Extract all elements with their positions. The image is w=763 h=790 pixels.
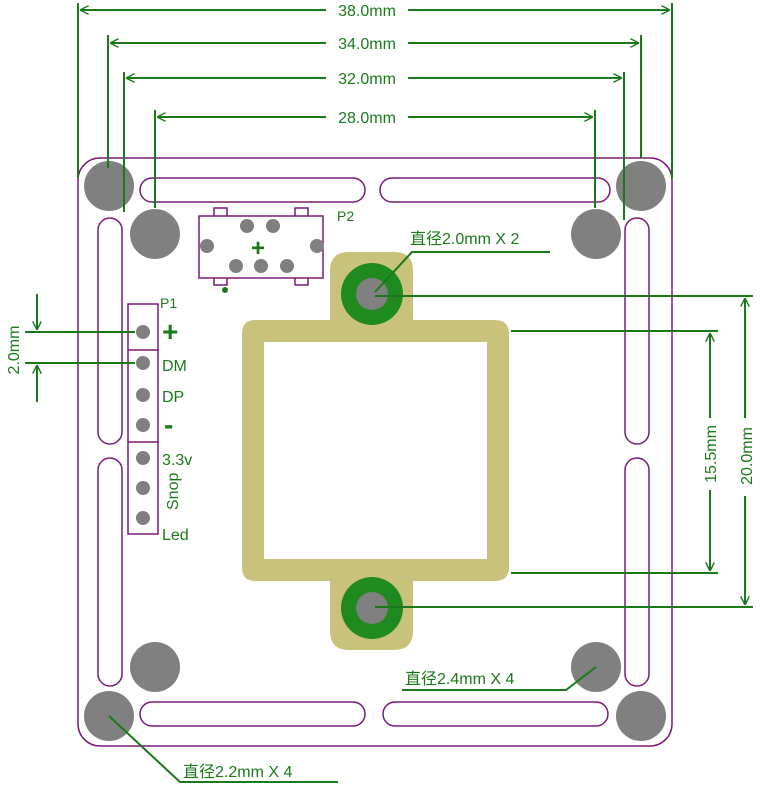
- dim-pitch-label: 2.0mm: [6, 326, 23, 375]
- p2-label: P2: [337, 208, 354, 224]
- dim-34-label: 34.0mm: [338, 36, 396, 53]
- hole-inner-tl: [130, 209, 180, 259]
- connector-p1: [127, 303, 159, 535]
- callout-hole-2-0: 直径2.0mm X 2: [410, 230, 519, 248]
- hole-inner-bl: [130, 642, 180, 692]
- slot-top-left: [139, 177, 366, 203]
- pin-dp-label: DP: [162, 389, 184, 406]
- slot-top-right: [379, 177, 611, 203]
- p2-plus-marker: +: [251, 235, 265, 262]
- slot-left-bottom: [97, 457, 123, 687]
- pin-plus-label: +: [162, 316, 178, 347]
- leader-2-2: [108, 715, 338, 783]
- leader-2-0: [374, 251, 550, 293]
- leader-2-4: [402, 666, 597, 691]
- connector-p2: [198, 207, 324, 293]
- dim-38-label: 38.0mm: [338, 3, 396, 20]
- hole-outer-br: [616, 691, 666, 741]
- pin-minus-label: -: [164, 409, 173, 440]
- dim-20-label: 20.0mm: [739, 427, 756, 485]
- callout-hole-2-4: 直径2.4mm X 4: [405, 670, 514, 688]
- board-outline: [77, 157, 673, 747]
- pin-3v3-label: 3.3v: [162, 452, 192, 469]
- hole-inner-tr: [571, 209, 621, 259]
- lens-hole-bottom: [356, 592, 388, 624]
- pin-snop-label: Snop: [165, 473, 182, 510]
- lens-holder-pad: [242, 252, 509, 650]
- slot-bottom-left: [139, 701, 366, 727]
- slot-bottom-right: [382, 701, 609, 727]
- pin-led-label: Led: [162, 527, 189, 544]
- dim-15-5-label: 15.5mm: [703, 425, 720, 483]
- dim-32-label: 32.0mm: [338, 71, 396, 88]
- p1-label: P1: [160, 295, 177, 311]
- hole-outer-tr: [616, 161, 666, 211]
- callout-hole-2-2: 直径2.2mm X 4: [183, 763, 292, 781]
- dim-28-label: 28.0mm: [338, 110, 396, 127]
- pin-dm-label: DM: [162, 358, 187, 375]
- hole-outer-tl: [84, 161, 134, 211]
